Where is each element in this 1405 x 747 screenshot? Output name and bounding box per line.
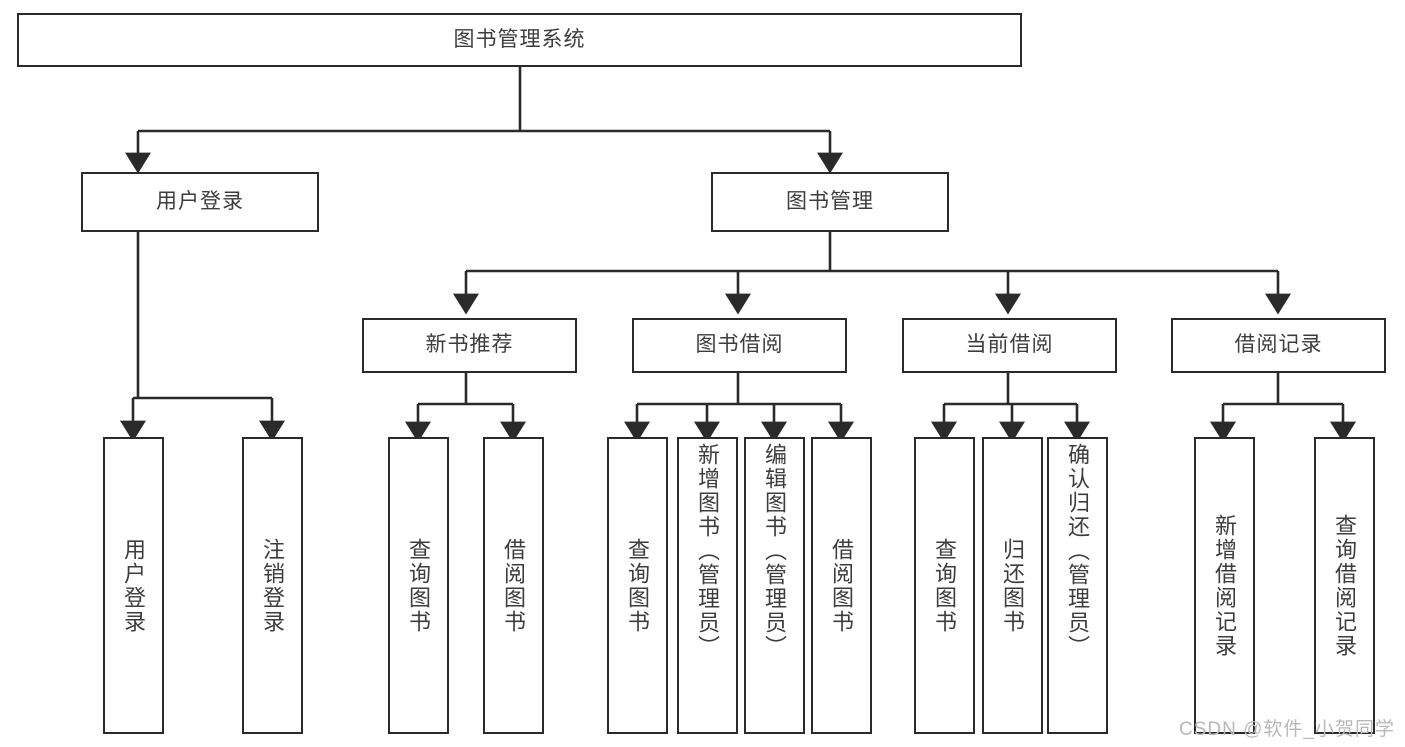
node-label: 图书借阅 bbox=[695, 333, 784, 357]
node-leaf-logout[interactable]: 注销登录 bbox=[242, 437, 303, 734]
node-label: 查询图书 bbox=[625, 537, 651, 634]
node-label: 当前借阅 bbox=[965, 333, 1054, 357]
node-leaf-query-borrow-record[interactable]: 查询借阅记录 bbox=[1314, 437, 1375, 734]
node-leaf-query-book-recommend[interactable]: 查询图书 bbox=[388, 437, 449, 734]
node-label: 查询借阅记录 bbox=[1332, 513, 1358, 658]
node-leaf-return-book[interactable]: 归还图书 bbox=[982, 437, 1043, 734]
node-label: 新增借阅记录 bbox=[1212, 513, 1238, 658]
node-label: 借阅图书 bbox=[829, 537, 855, 634]
node-label: 借阅记录 bbox=[1234, 333, 1323, 357]
node-leaf-edit-book-admin[interactable]: 编辑图书（管理员） bbox=[744, 437, 805, 734]
node-book-management[interactable]: 图书管理 bbox=[711, 172, 949, 232]
node-current-borrow[interactable]: 当前借阅 bbox=[902, 318, 1117, 373]
node-leaf-borrow-book-recommend[interactable]: 借阅图书 bbox=[483, 437, 544, 734]
node-root-library-system[interactable]: 图书管理系统 bbox=[17, 13, 1022, 67]
node-label: 新增图书（管理员） bbox=[695, 443, 721, 659]
node-leaf-add-book-admin[interactable]: 新增图书（管理员） bbox=[677, 437, 738, 734]
node-leaf-query-book-current[interactable]: 查询图书 bbox=[914, 437, 975, 734]
node-label: 查询图书 bbox=[406, 537, 432, 634]
watermark-text: CSDN @软件_小贺同学 bbox=[1179, 719, 1395, 740]
node-label: 查询图书 bbox=[932, 537, 958, 634]
node-new-book-recommend[interactable]: 新书推荐 bbox=[362, 318, 577, 373]
node-label: 归还图书 bbox=[1000, 537, 1026, 634]
node-label: 用户登录 bbox=[156, 189, 244, 213]
node-borrow-record[interactable]: 借阅记录 bbox=[1171, 318, 1386, 373]
node-label: 注销登录 bbox=[260, 537, 286, 634]
node-label: 确认归还（管理员） bbox=[1065, 443, 1091, 659]
node-label: 编辑图书（管理员） bbox=[762, 443, 788, 659]
node-label: 新书推荐 bbox=[425, 333, 514, 357]
node-label: 借阅图书 bbox=[501, 537, 527, 634]
node-label: 用户登录 bbox=[121, 537, 147, 634]
node-label: 图书管理系统 bbox=[453, 27, 586, 51]
node-leaf-user-login[interactable]: 用户登录 bbox=[103, 437, 164, 734]
node-leaf-borrow-book[interactable]: 借阅图书 bbox=[811, 437, 872, 734]
node-label: 图书管理 bbox=[786, 189, 874, 213]
node-leaf-add-borrow-record[interactable]: 新增借阅记录 bbox=[1194, 437, 1255, 734]
node-user-login[interactable]: 用户登录 bbox=[81, 172, 319, 232]
node-leaf-query-book-borrow[interactable]: 查询图书 bbox=[607, 437, 668, 734]
node-leaf-confirm-return-admin[interactable]: 确认归还（管理员） bbox=[1047, 437, 1108, 734]
node-book-borrow[interactable]: 图书借阅 bbox=[632, 318, 847, 373]
